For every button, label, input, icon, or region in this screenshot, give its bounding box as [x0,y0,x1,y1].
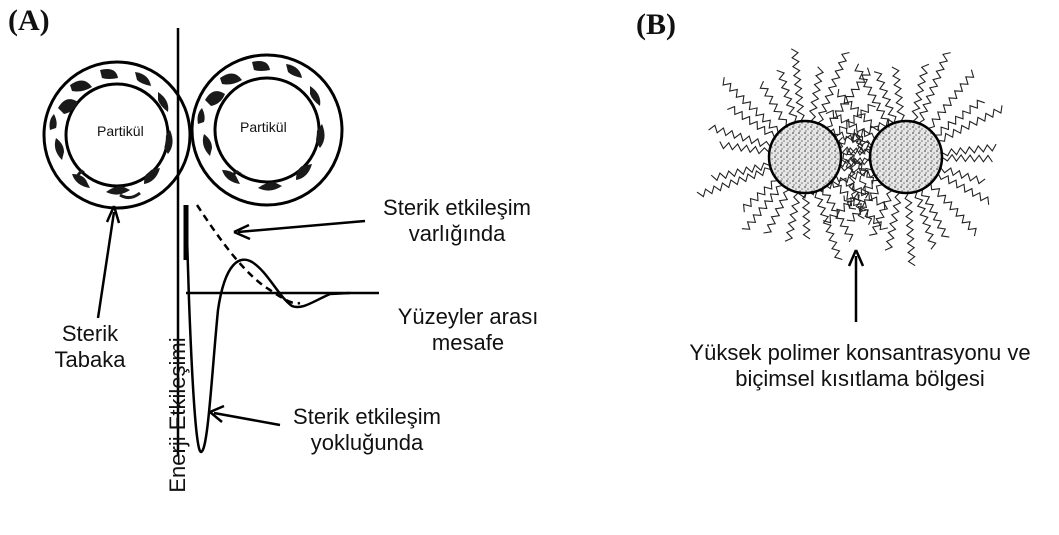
with-steric-label: Sterik etkileşim varlığında [372,195,542,247]
polymer-chain [697,168,770,197]
polymer-chain [720,142,769,154]
distance-line2: mesafe [388,330,548,356]
polymer-chain [819,53,850,123]
polymer-chains [697,49,1002,266]
polymer-chain [855,64,889,125]
curve-with-steric [197,205,300,303]
polymer-chain [764,190,789,233]
steric-layer-label: Sterik Tabaka [50,321,130,373]
without-steric-line1: Sterik etkileşim [282,404,452,430]
distance-line1: Yüzeyler arası [388,304,548,330]
y-axis-label: Enerji Etkileşimi [165,295,191,535]
steric-layer-line1: Sterik [50,321,130,347]
polymer-chain [943,155,992,162]
caption-line2: biçimsel kısıtlama bölgesi [660,366,1059,392]
polymer-chain [832,182,888,230]
distance-label: Yüzeyler arası mesafe [388,304,548,356]
panel-b-label: (B) [636,8,676,42]
polymer-chain [915,192,936,249]
panel-a-figure [44,28,379,455]
polymer-chain [943,144,996,156]
particle-left-b [769,121,841,193]
without-steric-line2: yokluğunda [282,430,452,456]
particle-right-label: Partikül [240,119,287,135]
arrow-with-steric [234,221,365,239]
panel-b-figure [697,49,1002,322]
polymer-chain [727,107,774,137]
polymer-chain [803,194,810,239]
with-steric-line2: varlığında [372,221,542,247]
arrow-without-steric [210,406,280,425]
with-steric-line1: Sterik etkileşim [372,195,542,221]
arrow-high-concentration [849,250,863,322]
polymer-chain [785,193,799,241]
polymer-chain [742,186,782,230]
without-steric-label: Sterik etkileşim yokluğunda [282,404,452,456]
high-concentration-caption: Yüksek polimer konsantrasyonu ve biçimse… [660,340,1059,392]
steric-layer-line2: Tabaka [50,347,130,373]
panel-a-label: (A) [8,4,50,38]
polymer-chain [777,70,797,121]
polymer-chain [939,174,989,204]
polymer-chain [892,67,904,120]
arrow-steric-layer [98,206,119,318]
particle-left-label: Partikül [97,123,144,139]
polymer-chain [905,194,915,266]
caption-line1: Yüksek polimer konsantrasyonu ve [660,340,1059,366]
polymer-chain [874,72,896,122]
particle-right-b [870,121,942,193]
